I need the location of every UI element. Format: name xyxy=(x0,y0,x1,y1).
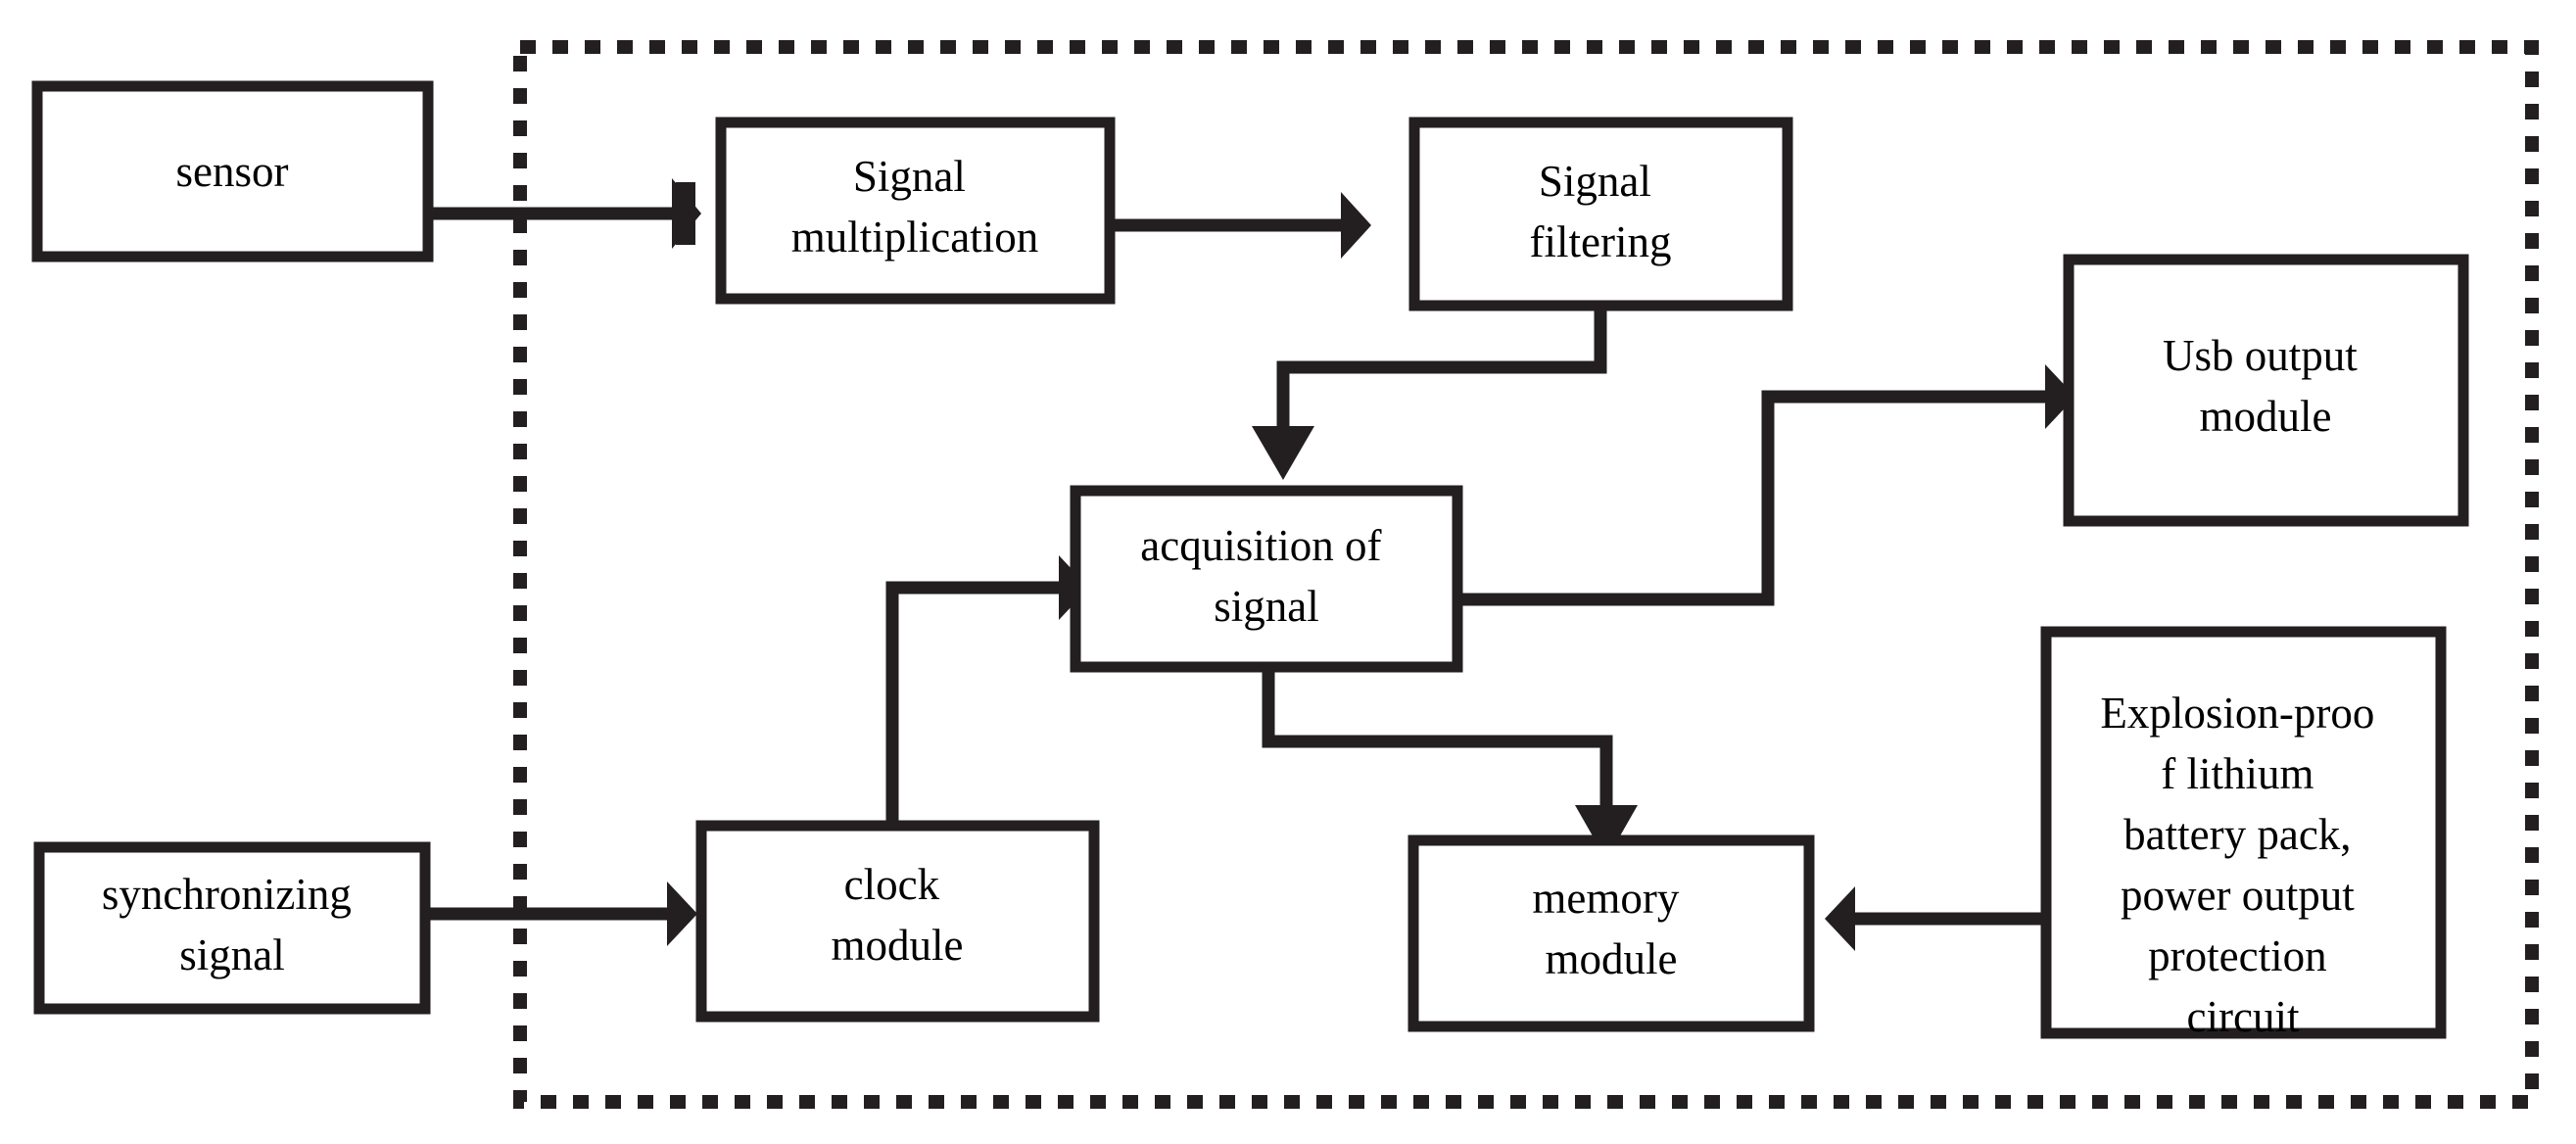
connector-acquisition-to-usb-output xyxy=(1457,364,2075,606)
instrument-enclosure-dashed-border xyxy=(513,40,2539,1109)
connector-clock-to-acquisition xyxy=(885,555,1089,826)
svg-text:memory module: memory module xyxy=(1532,874,1690,983)
node-explosion-proof-battery-line-1: Explosion-proo xyxy=(2100,689,2374,738)
svg-text:synchronizing signal: synchronizing signal xyxy=(102,870,362,979)
node-sensor[interactable]: sensor xyxy=(31,80,434,262)
connector-synchronizing-to-clock xyxy=(425,882,697,946)
node-explosion-proof-battery-line-2: f lithium xyxy=(2161,749,2314,798)
node-acquisition-of-signal[interactable]: acquisition of signal xyxy=(1070,485,1463,673)
node-clock-module-line-1: clock xyxy=(844,860,940,909)
svg-text:Usb output module: Usb output module xyxy=(2163,331,2368,441)
svg-text:sensor: sensor xyxy=(176,147,289,196)
svg-text:acquisition of signal: acquisition of signal xyxy=(1140,521,1392,631)
connector-sensor-to-signal-multiplication xyxy=(428,178,701,249)
node-acquisition-of-signal-line-1: acquisition of xyxy=(1140,521,1381,570)
node-sensor-line-1: sensor xyxy=(176,147,289,196)
svg-text:Signal filtering: Signal filtering xyxy=(1530,157,1672,266)
node-memory-module-line-1: memory xyxy=(1532,874,1679,923)
node-explosion-proof-battery-line-3: battery pack, xyxy=(2123,810,2351,859)
connector-signal-filtering-to-acquisition xyxy=(1252,306,1607,480)
node-synchronizing-signal[interactable]: synchronizing signal xyxy=(33,841,431,1015)
connector-battery-to-memory xyxy=(1825,886,2065,951)
node-explosion-proof-battery-line-6: circuit xyxy=(2187,992,2300,1041)
svg-text:Explosion-proo f lithi: Explosion-proo f lithium battery pack, p… xyxy=(2100,689,2385,1041)
node-clock-module[interactable]: clock module xyxy=(695,820,1100,1023)
node-usb-output-module-line-1: Usb output xyxy=(2163,331,2358,380)
connector-signal-multiplication-to-signal-filtering xyxy=(1110,192,1371,259)
node-signal-filtering[interactable]: Signal filtering xyxy=(1408,117,1793,311)
node-usb-output-module-line-2: module xyxy=(2200,392,2332,441)
node-signal-multiplication[interactable]: Signal multiplication xyxy=(715,117,1116,305)
node-signal-multiplication-line-1: Signal xyxy=(853,152,966,201)
node-usb-output-module[interactable]: Usb output module xyxy=(2063,254,2469,527)
node-explosion-proof-battery-line-5: protection xyxy=(2148,931,2326,980)
node-signal-filtering-line-2: filtering xyxy=(1530,217,1672,266)
node-signal-filtering-line-1: Signal xyxy=(1539,157,1651,206)
node-acquisition-of-signal-line-2: signal xyxy=(1214,582,1319,631)
svg-text:clock module: clock module xyxy=(832,860,964,970)
node-synchronizing-signal-line-1: synchronizing xyxy=(102,870,352,919)
node-memory-module-line-2: module xyxy=(1546,934,1678,983)
node-explosion-proof-battery[interactable]: Explosion-proo f lithium battery pack, p… xyxy=(2040,626,2447,1041)
node-signal-multiplication-line-2: multiplication xyxy=(791,213,1038,262)
node-memory-module[interactable]: memory module xyxy=(1407,834,1815,1032)
svg-text:Signal multiplication: Signal multiplication xyxy=(791,152,1038,262)
node-explosion-proof-battery-line-4: power output xyxy=(2121,871,2355,920)
node-synchronizing-signal-line-2: signal xyxy=(179,930,285,979)
connector-acquisition-to-memory xyxy=(1262,667,1638,860)
node-clock-module-line-2: module xyxy=(832,921,964,970)
